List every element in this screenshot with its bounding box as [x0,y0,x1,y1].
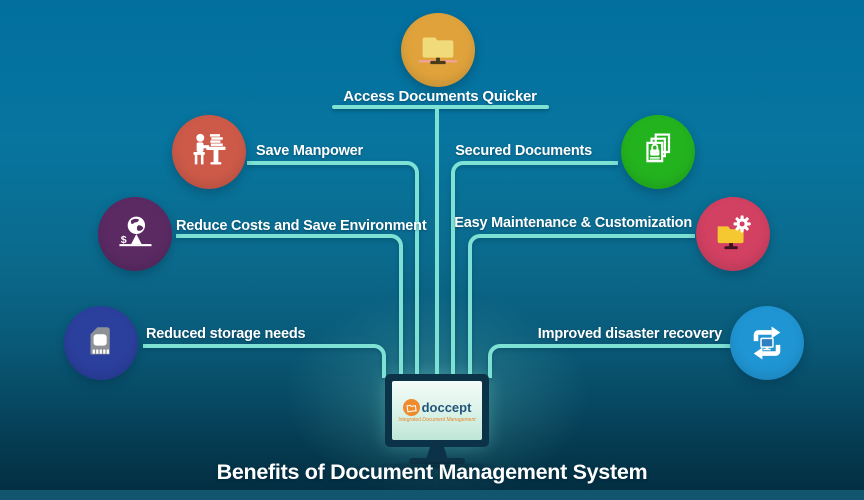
brand-logo: doccept [402,398,472,416]
network-folder-icon [418,37,458,65]
svg-text:$: $ [121,234,127,246]
sync-arrows-icon [753,326,781,360]
folder-gear-icon [717,215,751,250]
benefit-label-recovery: Improved disaster recovery [537,326,722,342]
brand-logo-circle [402,398,420,416]
benefit-circle-manpower [172,115,246,189]
person-desk-icon [193,133,226,165]
brand-name: doccept [421,399,472,415]
benefit-circle-recovery [730,306,804,380]
globe-dollar-balance-icon: $ [119,216,152,247]
benefit-circle-costs: $ [98,197,172,271]
monitor-shadow [372,461,502,471]
central-monitor: doccept Integrated Document Management [385,374,489,447]
benefit-label-access: Access Documents Quicker [343,88,537,105]
monitor-stand-base [409,458,465,464]
bottom-accent-bar [0,490,864,500]
benefit-label-costs: Reduce Costs and Save Environment [176,218,427,234]
connector-access-horizontal [332,105,549,109]
connector-secured [451,161,618,378]
benefit-label-secured: Secured Documents [455,143,592,159]
connector-manpower [247,161,419,378]
connector-costs [176,234,403,378]
benefit-label-manpower: Save Manpower [256,143,363,159]
locked-documents-icon [646,133,671,163]
benefit-circle-maintenance [696,197,770,271]
benefit-circle-secured [621,115,695,189]
brand-tagline: Integrated Document Management [398,416,476,423]
monitor-stand-neck [426,447,448,460]
monitor-screen: doccept Integrated Document Management [392,381,482,440]
page-title: Benefits of Document Management System [216,460,648,484]
connector-recovery [488,344,731,378]
folder-logo-icon [406,404,417,412]
memory-card-icon [90,327,110,355]
benefit-label-maintenance: Easy Maintenance & Customization [454,215,692,231]
benefit-label-storage: Reduced storage needs [146,326,306,342]
connector-maintenance [468,234,695,378]
benefit-circle-access [401,13,475,87]
connector-access-vertical [435,107,439,378]
connector-storage [143,344,386,378]
benefit-circle-storage [64,306,138,380]
